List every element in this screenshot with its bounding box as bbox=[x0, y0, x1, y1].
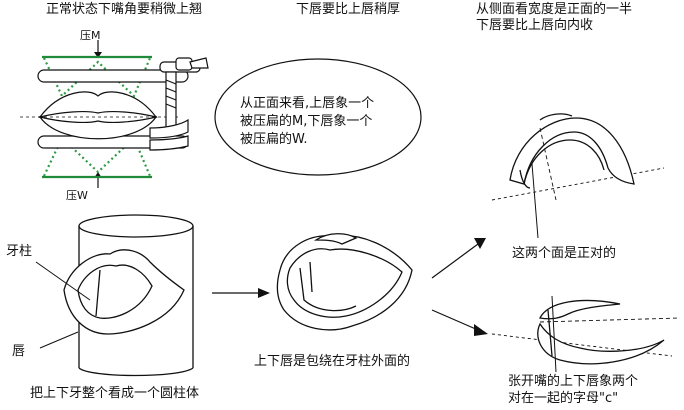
label-teeth-pillar: 牙柱 bbox=[6, 244, 33, 259]
bubble-text-2: 被压扁的M,下唇象一个 bbox=[240, 114, 373, 129]
wrapped-lips-figure bbox=[276, 233, 413, 331]
bubble-text-3: 被压扁的W. bbox=[240, 132, 308, 147]
caption-top-right-2: 下唇要比上唇向内收 bbox=[476, 18, 594, 33]
label-press-w: 压W bbox=[66, 189, 88, 202]
arrow-to-side-view bbox=[431, 243, 479, 279]
speech-bubble bbox=[214, 58, 422, 176]
flat-lower-lip bbox=[38, 116, 158, 140]
arrow-to-open-mouth bbox=[431, 309, 479, 331]
dotted-w-shape bbox=[43, 136, 152, 177]
teeth-pillar-edge bbox=[95, 269, 101, 317]
dotted-m-shape bbox=[43, 57, 152, 98]
caption-bottom-left: 把上下牙整个看成一个圆柱体 bbox=[30, 386, 200, 401]
cylinder-lips-outline bbox=[63, 249, 185, 335]
cylinder-figure bbox=[35, 214, 194, 377]
flat-upper-lip bbox=[38, 91, 158, 118]
mw-compression-figure bbox=[20, 40, 209, 188]
open-mouth-figure bbox=[491, 295, 681, 373]
caption-faces-opposite: 这两个面是正对的 bbox=[512, 246, 617, 261]
upper-clamp-bar bbox=[37, 69, 189, 83]
label-lip: 唇 bbox=[12, 344, 26, 359]
caption-top-middle: 下唇要比上唇稍厚 bbox=[296, 2, 401, 17]
caption-top-right-1: 从侧面看宽度是正面的一半 bbox=[476, 2, 633, 17]
label-press-m: 压M bbox=[80, 29, 101, 42]
caption-c-line-1: 张开嘴的上下唇象两个 bbox=[508, 374, 639, 389]
cylinder-mouth-opening bbox=[77, 264, 153, 319]
bubble-text-1: 从正面来看,上唇象一个 bbox=[240, 96, 375, 111]
caption-bottom-middle: 上下唇是包绕在牙柱外面的 bbox=[254, 354, 411, 369]
side-view-figure bbox=[491, 113, 665, 239]
caption-top-left: 正常状态下嘴角要稍微上翘 bbox=[46, 2, 203, 17]
caption-c-line-2: 对在一起的字母"c" bbox=[508, 391, 619, 406]
